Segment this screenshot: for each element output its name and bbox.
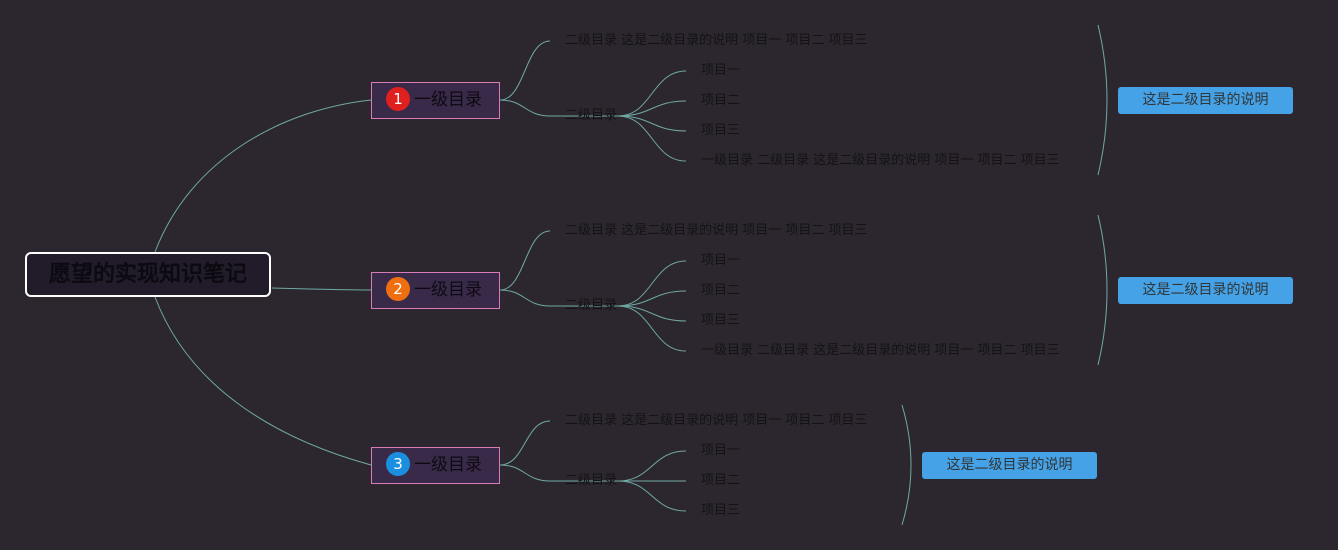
branch-3-leaf-link-3: [617, 480, 687, 512]
level3-item[interactable]: 项目三: [701, 313, 741, 328]
summary-node-1[interactable]: 这是二级目录的说明: [1118, 87, 1293, 114]
root-link-3: [154, 296, 372, 466]
level3-item[interactable]: 一级目录 二级目录 这是二级目录的说明 项目一 项目二 项目三: [701, 153, 1060, 168]
level1-label: 一级目录: [414, 455, 482, 475]
branch-1-leaf-link-3: [617, 115, 687, 132]
branch-2-leaf-link-3: [617, 305, 687, 322]
summary-node-3[interactable]: 这是二级目录的说明: [922, 452, 1097, 479]
branch-2-leaf-link-4: [617, 305, 687, 352]
level2-node-detail[interactable]: 二级目录 这是二级目录的说明 项目一 项目二 项目三: [565, 33, 868, 48]
level1-label: 一级目录: [414, 280, 482, 300]
level3-item[interactable]: 项目一: [701, 253, 741, 268]
level3-item[interactable]: 项目三: [701, 503, 741, 518]
summary-brace-2: [1097, 214, 1108, 366]
branch-3-link-sub: [499, 464, 551, 482]
branch-1-leaf-link-1: [617, 70, 687, 117]
root-link-1: [154, 99, 372, 253]
level3-item[interactable]: 项目二: [701, 473, 741, 488]
branch-1-leaf-link-2: [617, 100, 687, 117]
level1-label: 一级目录: [414, 90, 482, 110]
branch-1-link-detail: [499, 40, 551, 101]
level3-item[interactable]: 项目二: [701, 283, 741, 298]
level3-item[interactable]: 项目一: [701, 63, 741, 78]
level2-node-detail[interactable]: 二级目录 这是二级目录的说明 项目一 项目二 项目三: [565, 413, 868, 428]
branch-1-leaf-link-4: [617, 115, 687, 162]
branch-1-link-sub: [499, 99, 551, 117]
summary-brace-3: [901, 404, 912, 526]
level3-item[interactable]: 项目一: [701, 443, 741, 458]
branch-2-link-sub: [499, 289, 551, 307]
level2-node[interactable]: 二级目录: [565, 108, 618, 123]
branch-3-link-detail: [499, 420, 551, 466]
number-badge-3: 3: [386, 451, 410, 476]
summary-brace-1: [1097, 24, 1108, 176]
level3-item[interactable]: 项目三: [701, 123, 741, 138]
root-node[interactable]: 愿望的实现知识笔记: [25, 252, 271, 297]
branch-2-link-detail: [499, 230, 551, 291]
root-link-2: [271, 287, 372, 291]
level2-node[interactable]: 二级目录: [565, 473, 618, 488]
branch-3-leaf-link-1: [617, 450, 687, 482]
number-badge-2: 2: [386, 276, 410, 301]
branch-2-leaf-link-1: [617, 260, 687, 307]
level2-node-detail[interactable]: 二级目录 这是二级目录的说明 项目一 项目二 项目三: [565, 223, 868, 238]
summary-node-2[interactable]: 这是二级目录的说明: [1118, 277, 1293, 304]
level3-item[interactable]: 一级目录 二级目录 这是二级目录的说明 项目一 项目二 项目三: [701, 343, 1060, 358]
level2-node[interactable]: 二级目录: [565, 298, 618, 313]
level3-item[interactable]: 项目二: [701, 93, 741, 108]
branch-2-leaf-link-2: [617, 290, 687, 307]
number-badge-1: 1: [386, 86, 410, 111]
